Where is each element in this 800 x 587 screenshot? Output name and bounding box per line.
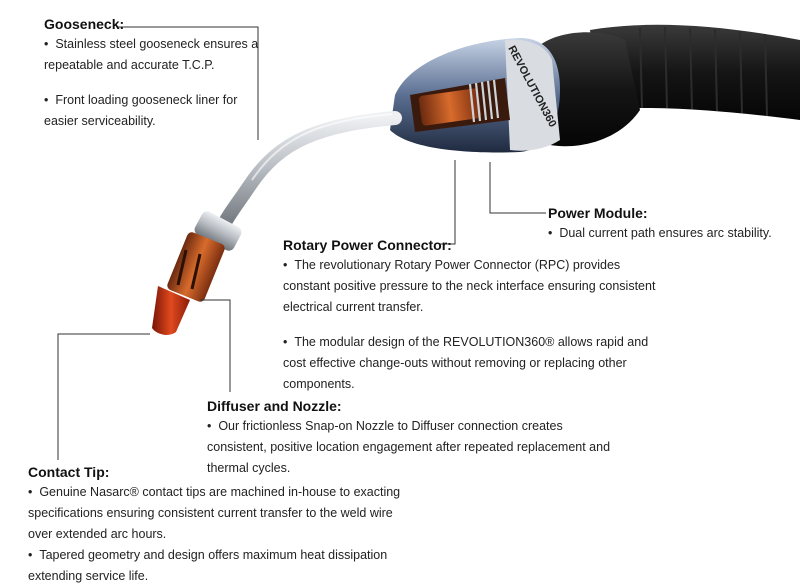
callout-rotary-power-connector: Rotary Power Connector: The revolutionar… [283,235,668,395]
contact-tip [152,286,190,335]
callout-contact-tip: Contact Tip: Genuine Nasarc® contact tip… [28,462,403,587]
leader-diffuser [200,299,231,392]
gooseneck-highlight [251,113,393,181]
rpc-copper-core [418,88,482,126]
diffuser-slots [176,249,202,290]
neck-collar [194,211,242,251]
diffuser-nozzle-bullet-1: Our frictionless Snap-on Nozzle to Diffu… [207,416,612,479]
contact-tip-bullet-2: Tapered geometry and design offers maxim… [28,545,403,587]
gooseneck-title: Gooseneck: [44,16,125,32]
callout-power-module: Power Module: Dual current path ensures … [548,203,788,244]
cable-ribs [639,26,768,117]
rpc-spring [468,79,500,123]
rpc-bullet-1: The revolutionary Rotary Power Connector… [283,255,668,318]
leader-contact-tip [57,333,150,460]
gooseneck-bullet-1: Stainless steel gooseneck ensures a repe… [44,34,269,76]
gooseneck-bullet-2: Front loading gooseneck liner for easier… [44,90,269,132]
power-module-bullet-1: Dual current path ensures arc stability. [548,223,788,244]
power-module-body [540,32,640,147]
leader-power-module [489,162,546,214]
power-module-title: Power Module: [548,205,648,221]
rpc-title: Rotary Power Connector: [283,237,452,253]
leader-rpc [440,160,456,245]
contact-tip-bullet-1: Genuine Nasarc® contact tips are machine… [28,482,403,545]
brand-band [505,39,560,151]
callout-gooseneck: Gooseneck: Stainless steel gooseneck ens… [44,14,269,132]
callout-diffuser-nozzle: Diffuser and Nozzle: Our frictionless Sn… [207,396,612,479]
rpc-bullet-2: The modular design of the REVOLUTION360®… [283,332,668,395]
gooseneck [215,111,402,235]
diffuser-nozzle-title: Diffuser and Nozzle: [207,398,342,414]
contact-tip-title: Contact Tip: [28,464,110,480]
